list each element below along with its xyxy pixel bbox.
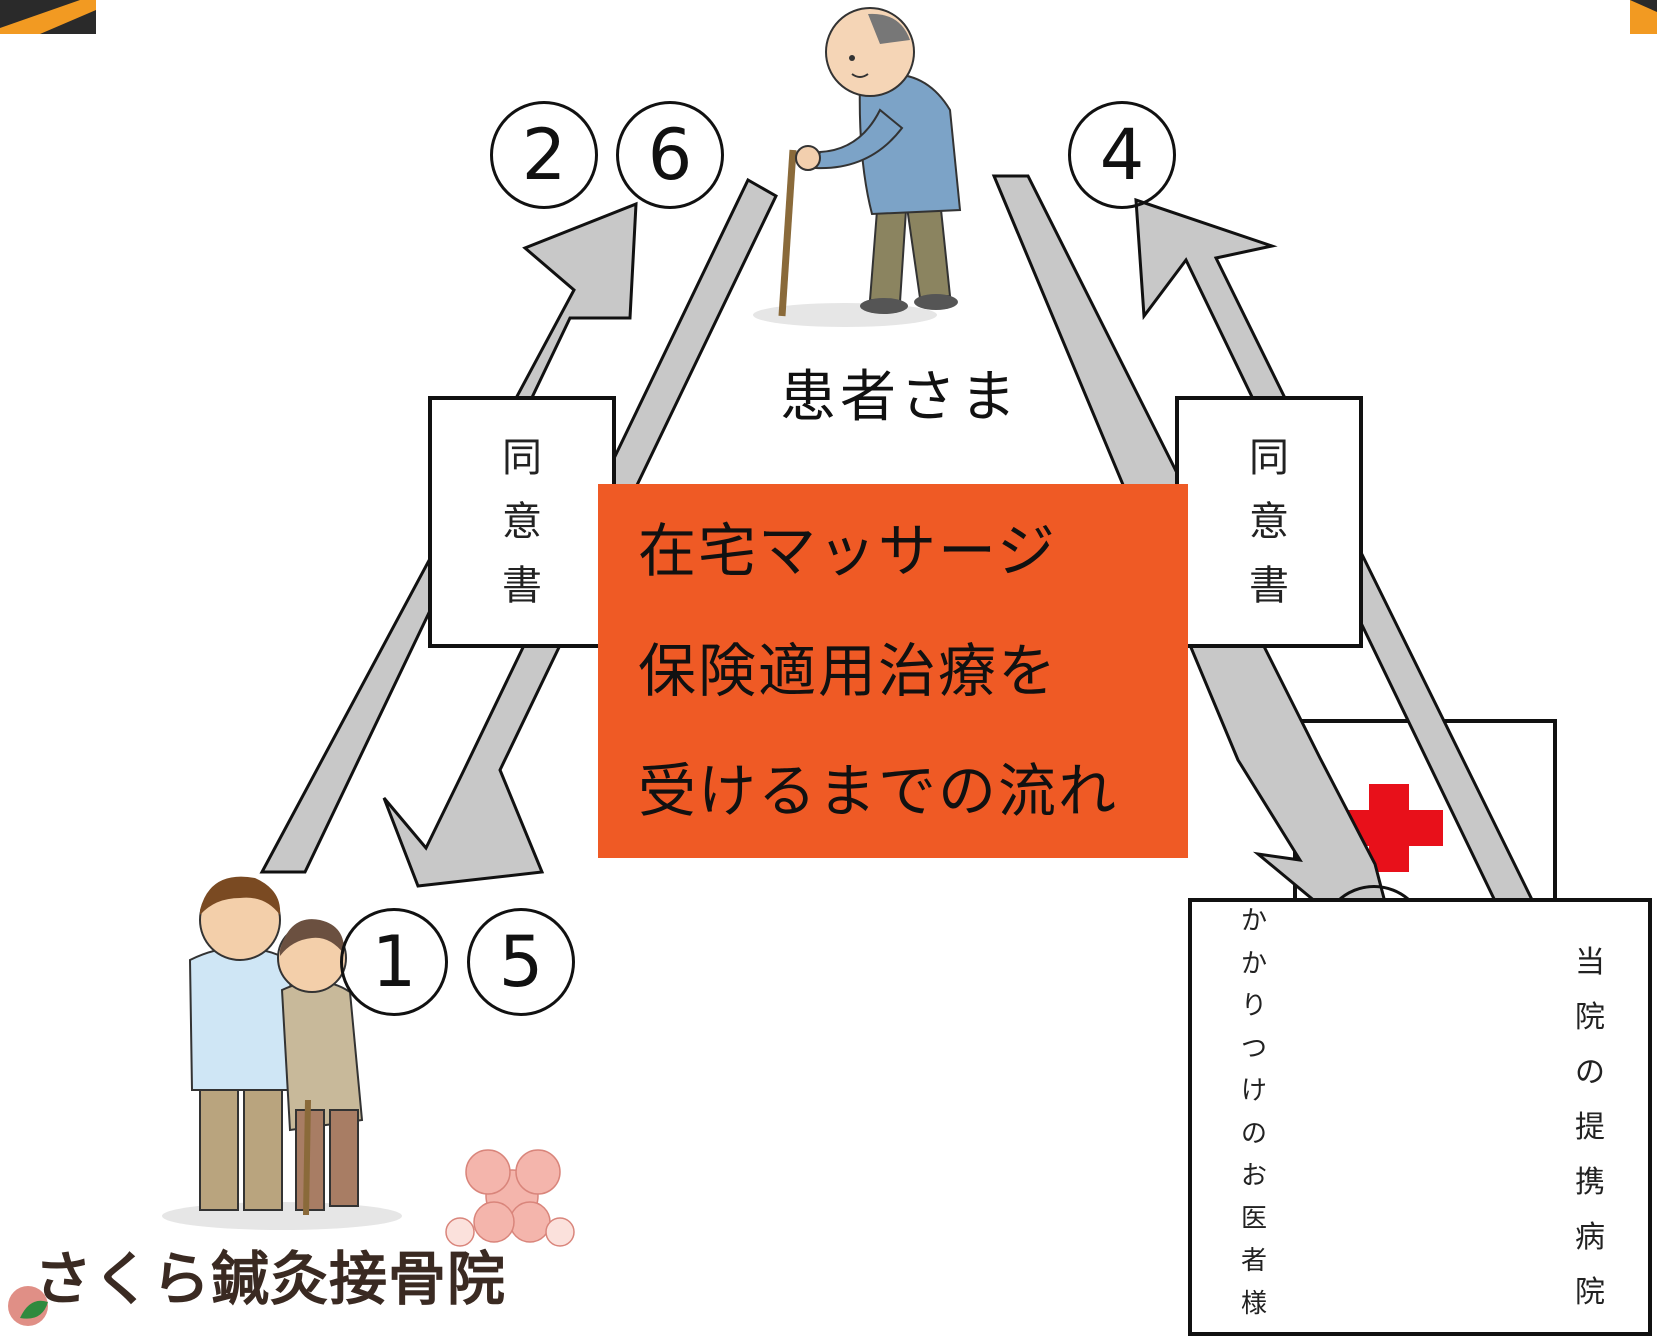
consent-left-char: 同 bbox=[502, 435, 542, 481]
corner-decoration-right bbox=[1630, 0, 1657, 34]
family-doctor-char: 医 bbox=[1240, 1203, 1267, 1234]
consent-form-right: 同 意 書 bbox=[1175, 396, 1363, 648]
logo-leaf-icon bbox=[8, 1286, 48, 1326]
family-doctor-char: か bbox=[1240, 906, 1267, 936]
partner-hospital-char: の bbox=[1575, 1055, 1605, 1090]
hospital-front-box bbox=[1188, 898, 1652, 1336]
partner-hospital-char: 提 bbox=[1575, 1110, 1605, 1145]
clinic-logo-text: さくら鍼灸接骨院 bbox=[34, 1245, 507, 1313]
consent-form-left: 同 意 書 bbox=[428, 396, 616, 648]
consent-right-char: 意 bbox=[1249, 499, 1289, 545]
step-1-circle: 1 bbox=[340, 908, 448, 1016]
family-doctor-char: の bbox=[1240, 1118, 1267, 1149]
partner-hospital-char: 当 bbox=[1575, 945, 1605, 980]
step-2-circle: 2 bbox=[490, 101, 598, 209]
partner-hospital-char: 院 bbox=[1575, 1275, 1605, 1310]
patient-label: 患者さま bbox=[780, 365, 1020, 430]
family-doctor-char: か bbox=[1240, 948, 1267, 979]
sakura-decoration bbox=[445, 1149, 575, 1247]
step-6-circle: 6 bbox=[616, 101, 724, 209]
consent-left-char: 書 bbox=[502, 563, 542, 609]
family-doctor-char: 様 bbox=[1240, 1288, 1267, 1319]
title-line-2: 保険適用治療を bbox=[638, 637, 1059, 705]
title-line-3: 受けるまでの流れ bbox=[638, 757, 1119, 825]
red-cross-icon bbox=[1335, 784, 1443, 872]
consent-right-char: 同 bbox=[1249, 435, 1289, 481]
consent-left-char: 意 bbox=[502, 499, 542, 545]
patient-illustration bbox=[753, 7, 962, 327]
partner-hospital-char: 病 bbox=[1575, 1220, 1605, 1255]
family-doctor-char: り bbox=[1240, 991, 1267, 1021]
title-box: 在宅マッサージ 保険適用治療を 受けるまでの流れ bbox=[598, 484, 1188, 858]
family-doctor-char: け bbox=[1240, 1076, 1267, 1106]
family-doctor-char: つ bbox=[1240, 1033, 1267, 1064]
step-4-circle: 4 bbox=[1068, 101, 1176, 209]
step-5-circle: 5 bbox=[467, 908, 575, 1016]
partner-hospital-char: 携 bbox=[1575, 1165, 1605, 1200]
partner-hospital-char: 院 bbox=[1575, 1000, 1605, 1035]
corner-decoration-left bbox=[0, 0, 96, 34]
family-doctor-char: お bbox=[1240, 1161, 1267, 1191]
title-line-1: 在宅マッサージ bbox=[638, 517, 1057, 585]
family-doctor-char: 者 bbox=[1240, 1246, 1267, 1276]
family-doctor-label: か か り つ け の お 医 者 様 bbox=[1236, 900, 1272, 1325]
consent-right-char: 書 bbox=[1249, 563, 1289, 609]
clinic-illustration bbox=[162, 876, 402, 1230]
partner-hospital-label: 当 院 の 提 携 病 院 bbox=[1570, 935, 1610, 1320]
